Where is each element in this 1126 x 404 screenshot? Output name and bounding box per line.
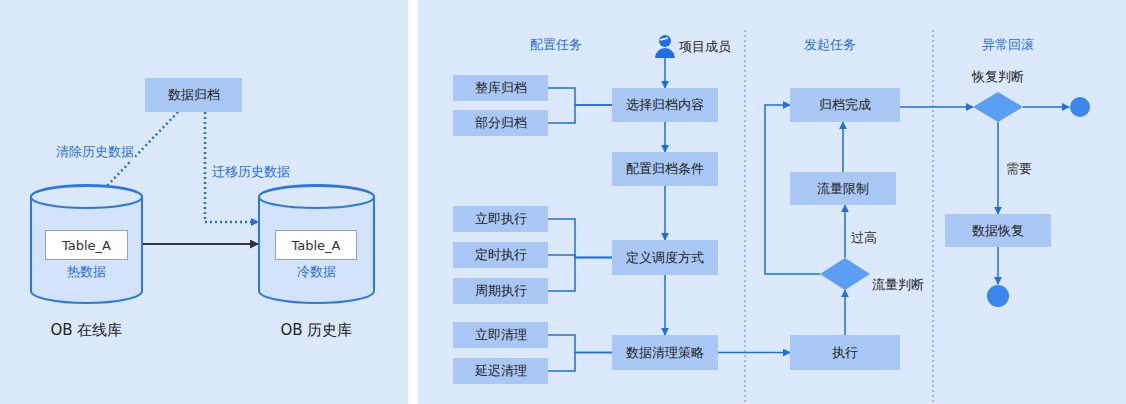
decision-diamond: 流量判断 [820, 258, 870, 290]
node-text: 定时执行 [475, 246, 527, 264]
node-text: 执行 [832, 344, 858, 362]
process-box: 部分归档 [453, 110, 548, 136]
flow-arrow [548, 353, 612, 372]
node-text: 数据归档 [168, 86, 220, 104]
process-box: 流量限制 [790, 172, 896, 205]
edge-label: 需要 [1005, 160, 1033, 178]
process-box: 归档完成 [790, 88, 900, 122]
database-cylinder: 冷数据OB 历史库Table_A [258, 185, 375, 303]
node-text: Table_A [291, 238, 340, 253]
node-text: 立即清理 [475, 326, 527, 344]
right-panel [418, 0, 1126, 404]
table-box: Table_A [45, 230, 128, 260]
flow-arrow [718, 352, 790, 354]
diamond-shape [820, 258, 870, 290]
process-box: 延迟清理 [453, 358, 548, 384]
flow-arrow [664, 122, 666, 152]
process-box: 数据恢复 [945, 214, 1051, 247]
actor-icon: 项目成员 [653, 34, 735, 58]
flow-arrow [548, 335, 612, 353]
flow-arrow [548, 88, 612, 105]
end-arrow [997, 247, 999, 284]
process-box: 周期执行 [453, 278, 548, 304]
lane-heading: 发起任务 [804, 36, 856, 54]
node-text: OB 在线库 [10, 321, 163, 340]
flow-arrow [143, 243, 258, 245]
person-icon [653, 34, 677, 58]
flow-arrow [842, 122, 844, 172]
decision-diamond: 恢复判断 [973, 92, 1023, 122]
node-text: 周期执行 [475, 282, 527, 300]
edge-label: 迁移历史数据 [211, 163, 291, 181]
flow-arrow [548, 105, 612, 123]
node-text: Table_A [62, 238, 111, 253]
node-text: 整库归档 [475, 79, 527, 97]
flow-arrow [664, 275, 666, 335]
end-circle [1070, 97, 1090, 117]
flow-arrow [997, 122, 999, 214]
node-text: 冷数据 [258, 263, 375, 281]
node-text: 定义调度方式 [626, 249, 704, 267]
flow-arrow [664, 186, 666, 240]
process-box: 立即清理 [453, 322, 548, 348]
edge-label: 清除历史数据 [55, 143, 135, 161]
node-text: 数据清理策略 [626, 344, 704, 362]
flow-arrow [548, 258, 612, 292]
process-box: 选择归档内容 [612, 88, 718, 122]
process-box: 定时执行 [453, 242, 548, 268]
node-text: 流量判断 [872, 276, 924, 294]
node-text: 项目成员 [679, 38, 731, 56]
node-text: 选择归档内容 [626, 96, 704, 114]
process-box: 执行 [790, 335, 900, 370]
flow-arrow [844, 290, 846, 335]
node-text: 数据恢复 [972, 222, 1024, 240]
left-panel [0, 0, 408, 404]
process-box: 定义调度方式 [612, 240, 718, 275]
process-box: 整库归档 [453, 75, 548, 101]
end-circle [987, 285, 1009, 307]
node-text: 恢复判断 [943, 68, 1053, 86]
flow-arrow [844, 205, 846, 258]
node-text: OB 历史库 [238, 321, 395, 340]
end-arrow [1023, 106, 1069, 108]
database-cylinder: 热数据OB 在线库Table_A [30, 185, 143, 303]
process-box: 立即执行 [453, 206, 548, 232]
edge-label: 过高 [850, 229, 878, 247]
process-box: 配置归档条件 [612, 152, 718, 186]
flow-arrow [664, 58, 666, 88]
node-text: 配置归档条件 [626, 160, 704, 178]
table-box: Table_A [275, 230, 357, 260]
process-box: 数据清理策略 [612, 335, 718, 370]
lane-separator [745, 30, 746, 404]
node-text: 流量限制 [817, 180, 869, 198]
node-text: 归档完成 [819, 96, 871, 114]
node-text: 部分归档 [475, 114, 527, 132]
lane-separator [933, 30, 934, 404]
node-text: 延迟清理 [475, 362, 527, 380]
diamond-shape [973, 92, 1023, 122]
flow-arrow [548, 219, 612, 258]
node-text: 立即执行 [475, 210, 527, 228]
flow-arrow [900, 106, 973, 108]
process-box: 数据归档 [145, 78, 242, 112]
node-text: 热数据 [30, 263, 143, 281]
lane-heading: 异常回滚 [982, 36, 1034, 54]
lane-heading: 配置任务 [530, 36, 582, 54]
